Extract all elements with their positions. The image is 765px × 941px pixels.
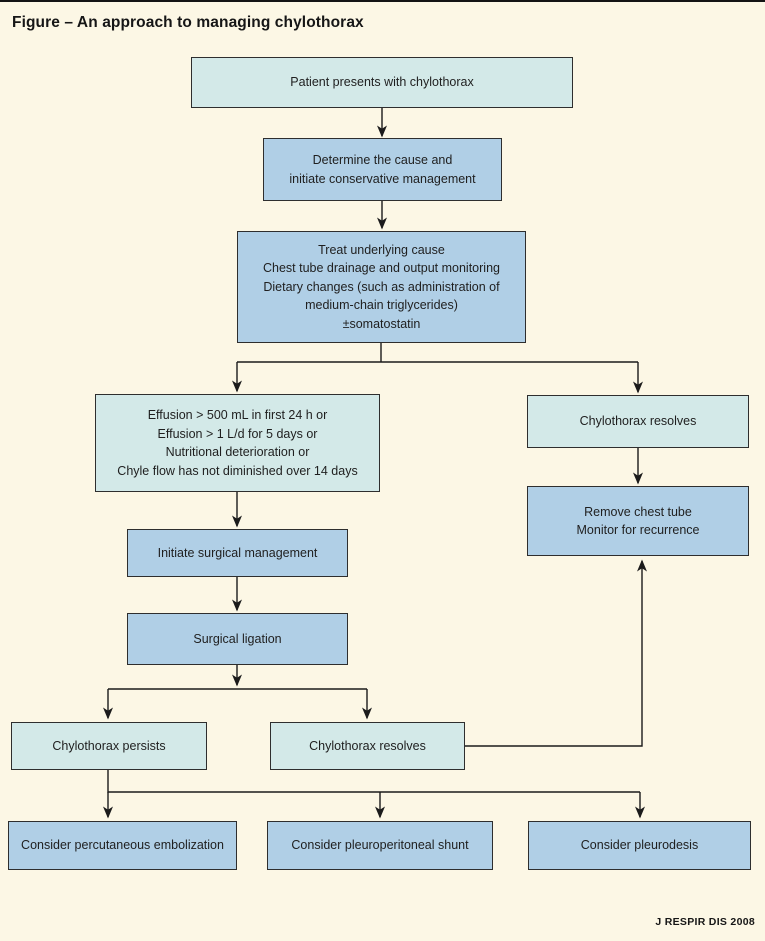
node-text-line: Surgical ligation — [193, 631, 282, 646]
node-text-line: Patient presents with chylothorax — [290, 75, 474, 90]
node-surgical-ligation: Surgical ligation — [127, 613, 348, 665]
node-text-line: Initiate surgical management — [157, 545, 318, 560]
node-text-line: initiate conservative management — [289, 171, 476, 186]
node-text-line: Nutritional deterioration or — [165, 445, 310, 459]
node-text-line: Determine the cause and — [312, 153, 453, 167]
node-text-line: ±somatostatin — [342, 316, 421, 331]
node-text-line: Chylothorax persists — [52, 738, 166, 753]
node-text-line: Monitor for recurrence — [576, 523, 700, 537]
node-chylothorax-persists: Chylothorax persists — [11, 722, 207, 770]
node-chylothorax-resolves-bottom: Chylothorax resolves — [270, 722, 465, 770]
node-text-line: Chyle flow has not diminished over 14 da… — [117, 463, 358, 478]
node-consider-pleurodesis: Consider pleurodesis — [528, 821, 751, 870]
split-persists-branches — [107, 770, 640, 793]
node-text-line: Consider pleurodesis — [580, 838, 699, 853]
split-treat-branches — [237, 343, 638, 363]
top-rule — [0, 0, 765, 2]
figure-title: Figure – An approach to managing chyloth… — [12, 14, 364, 31]
node-chylothorax-resolves-top: Chylothorax resolves — [527, 395, 749, 448]
node-consider-embolization: Consider percutaneous embolization — [8, 821, 237, 870]
node-remove-chest-tube: Remove chest tube Monitor for recurrence — [527, 486, 749, 556]
node-text-line: Dietary changes (such as administration … — [263, 279, 500, 294]
node-patient-presents: Patient presents with chylothorax — [191, 57, 573, 108]
node-text-line: Remove chest tube — [584, 504, 692, 519]
node-determine-cause: Determine the cause and initiate conserv… — [263, 138, 502, 201]
node-text-line: medium-chain triglycerides) — [305, 298, 458, 313]
node-text-line: Consider percutaneous embolization — [21, 838, 224, 853]
node-initiate-surgical-management: Initiate surgical management — [127, 529, 348, 577]
elbow-resolves-bottom-to-remove — [465, 559, 647, 747]
node-text-line: Treat underlying cause — [318, 242, 445, 257]
node-text-line: Chest tube drainage and output monitorin… — [263, 261, 500, 276]
node-effusion-criteria: Effusion > 500 mL in first 24 h or Effus… — [95, 394, 380, 492]
node-consider-shunt: Consider pleuroperitoneal shunt — [267, 821, 493, 870]
node-text-line: Chylothorax resolves — [579, 414, 697, 429]
journal-credit: J RESPIR DIS 2008 — [655, 916, 755, 928]
node-treat-underlying-cause: Treat underlying cause Chest tube draina… — [237, 231, 526, 343]
node-text-line: Consider pleuroperitoneal shunt — [291, 838, 469, 853]
node-text-line: Chylothorax resolves — [309, 738, 426, 753]
node-text-line: Effusion > 1 L/d for 5 days or — [157, 426, 318, 441]
node-text-line: Effusion > 500 mL in first 24 h or — [147, 408, 328, 422]
